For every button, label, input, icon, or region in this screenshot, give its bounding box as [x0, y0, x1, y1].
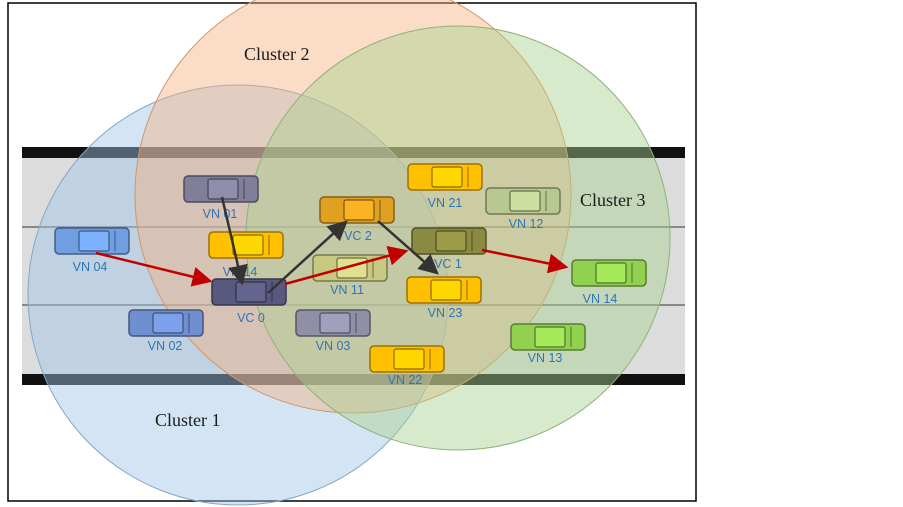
vehicle-label: VN 04	[73, 260, 108, 274]
cluster-3-label: Cluster 3	[580, 190, 646, 210]
car-cabin	[78, 230, 110, 252]
vehicle-vc1: VC 1	[411, 227, 487, 271]
car-cabin	[430, 279, 462, 301]
vehicle-vn04: VN 04	[54, 227, 130, 274]
car-cabin	[319, 312, 351, 334]
vehicle-label: VN 14	[583, 292, 618, 306]
vehicle-label: VN 13	[528, 351, 563, 365]
car-cabin	[595, 262, 627, 284]
vehicle-label: VN 02	[148, 339, 183, 353]
car-cabin	[235, 281, 267, 303]
vehicle-label: VN 23	[428, 306, 463, 320]
cluster-2-label: Cluster 2	[244, 44, 310, 64]
vehicle-label: VC 2	[344, 229, 372, 243]
vehicle-label: VC 1	[434, 257, 462, 271]
cluster-1-label: Cluster 1	[155, 410, 221, 430]
vehicle-vn23: VN 23	[406, 276, 482, 320]
vehicle-vn22: VN 22	[369, 345, 445, 387]
vehicle-label: VN 01	[203, 207, 238, 221]
vehicle-vn14: VN 14	[571, 259, 647, 306]
vehicle-vn03: VN 03	[295, 309, 371, 353]
vehicle-label: VN 12	[509, 217, 544, 231]
vehicle-label: VC 0	[237, 311, 265, 325]
arrow-vc1-to-vn14	[481, 248, 569, 274]
car-cabin	[232, 234, 264, 256]
vehicle-label: VN 21	[428, 196, 463, 210]
car-cabin	[343, 199, 375, 221]
arrow-vc0-to-vc2	[267, 220, 348, 294]
vehicle-vc2: VC 2	[319, 196, 395, 243]
arrow-vn01-to-vc0	[220, 196, 248, 286]
vehicle-label: VN 03	[316, 339, 351, 353]
road-top-edge	[22, 147, 685, 158]
car-cabin	[431, 166, 463, 188]
vehicle-vn02: VN 02	[128, 309, 204, 353]
car-cabin	[435, 230, 467, 252]
car-cabin	[393, 348, 425, 370]
arrow-vc0-to-vc1	[284, 245, 409, 286]
vehicle-vn14b: VN 14	[208, 231, 284, 279]
car-cabin	[534, 326, 566, 348]
vehicle-label: VN 22	[388, 373, 423, 387]
communication-arrows	[95, 196, 569, 294]
arrow-vn04-to-vc0	[95, 251, 213, 287]
vehicle-vn21: VN 21	[407, 163, 483, 210]
car-cabin	[207, 178, 239, 200]
vehicle-label: VN 11	[330, 283, 364, 297]
road-bottom-edge	[22, 374, 685, 385]
vehicle-vn12: VN 12	[485, 187, 561, 231]
vehicle-vn13: VN 13	[510, 323, 586, 365]
car-cabin	[509, 190, 541, 212]
car-cabin	[152, 312, 184, 334]
vehicle-vc0: VC 0	[211, 278, 287, 325]
